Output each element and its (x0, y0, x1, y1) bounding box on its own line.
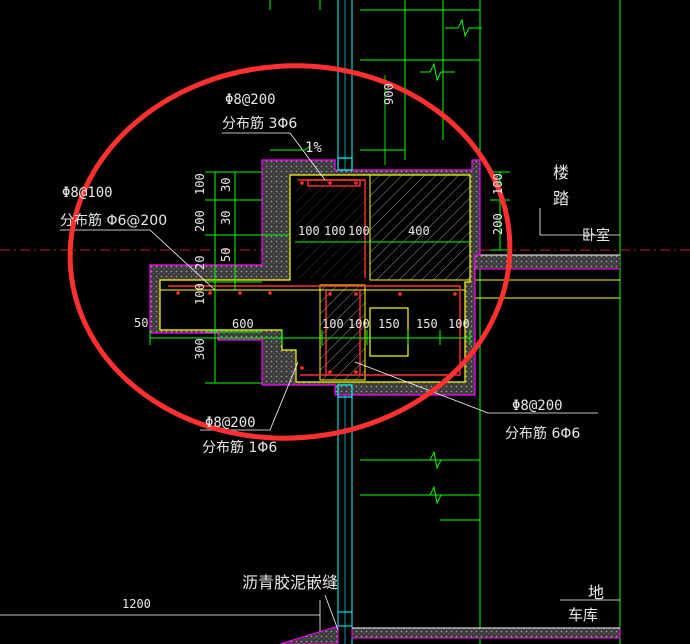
label-dist-bottom-left: 分布筋 1Φ6 (202, 439, 277, 456)
dim-v-100a: 100 (193, 173, 207, 195)
dim-h-50: 50 (134, 316, 148, 330)
dim-v-900: 900 (382, 83, 396, 105)
annotation-text: Φ8@200 分布筋 3Φ6 1% Φ8@100 分布筋 Φ6@200 Φ8@2… (60, 92, 610, 624)
dim-h-150a: 150 (378, 317, 400, 331)
dim-h-100a: 100 (298, 224, 320, 238)
label-dist-top: 分布筋 3Φ6 (222, 115, 297, 132)
dim-v-100r: 100 (491, 173, 505, 195)
label-bedroom: 卧室 (582, 227, 610, 244)
hatched-column (319, 284, 366, 381)
dim-v-30a: 30 (219, 178, 233, 192)
label-slope: 1% (305, 140, 322, 156)
hatched-beam (369, 174, 471, 281)
dim-h-600: 600 (232, 317, 254, 331)
dim-h-150b: 150 (416, 317, 438, 331)
rebar-dots (176, 181, 457, 374)
slope-arrow (270, 145, 311, 151)
column-marker-bottom (337, 384, 353, 398)
label-joint: 沥青胶泥嵌缝 (242, 573, 338, 592)
break-symbols (420, 18, 482, 505)
dim-v-50: 50 (219, 248, 233, 262)
label-dist-bottom-right: 分布筋 6Φ6 (505, 425, 580, 442)
label-garage: 车库 (568, 606, 598, 624)
dim-h-400: 400 (408, 224, 430, 238)
label-rebar-bottom-right: Φ8@200 (512, 398, 563, 414)
ground-detail (0, 594, 621, 644)
floor-slab-right (465, 254, 620, 385)
dim-v-200r: 200 (491, 213, 505, 235)
dimension-lines (149, 171, 510, 384)
label-stair-2: 踏 (553, 189, 569, 208)
rebar (168, 179, 461, 376)
label-rebar-bottom-left: Φ8@200 (205, 415, 256, 431)
label-rebar-top: Φ8@200 (225, 92, 276, 108)
highlight-circle (67, 63, 513, 441)
dim-h-1200: 1200 (122, 597, 151, 611)
dim-h-100f: 100 (448, 317, 470, 331)
dim-h-100c: 100 (348, 224, 370, 238)
label-stair-1: 楼 (553, 163, 569, 182)
column-marker-top (337, 157, 353, 171)
dim-v-100b: 100 (193, 283, 207, 305)
dim-v-200a: 200 (193, 210, 207, 232)
dim-v-30b: 30 (219, 211, 233, 225)
dimension-text: 100 200 100 300 30 30 50 20 100 100 100 … (122, 83, 505, 611)
dim-v-20: 20 (193, 256, 207, 270)
dim-v-300: 300 (193, 338, 207, 360)
dim-h-100e: 100 (348, 317, 370, 331)
dim-h-100d: 100 (322, 317, 344, 331)
label-dist-left: 分布筋 Φ6@200 (60, 212, 167, 229)
dim-h-100b: 100 (324, 224, 346, 238)
label-ground: 地 (588, 583, 604, 602)
label-rebar-left: Φ8@100 (62, 185, 113, 201)
